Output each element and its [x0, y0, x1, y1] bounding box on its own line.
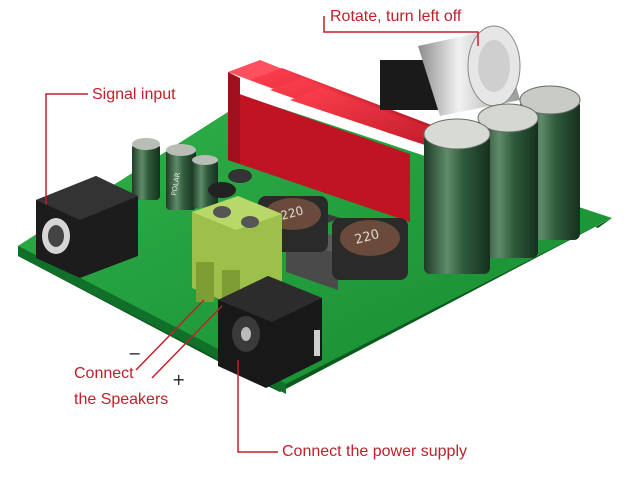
signal-input-label: Signal input — [92, 86, 176, 103]
speaker-terminal — [192, 196, 282, 310]
annotation-lines — [45, 16, 479, 453]
rotate-label: Rotate, turn left off — [330, 8, 462, 25]
heatsink — [228, 60, 490, 222]
dc-power-jack — [218, 276, 322, 388]
volume-knob — [380, 25, 521, 116]
rotate-leader-line — [323, 16, 479, 46]
minus-sign: − — [128, 344, 142, 363]
audio-jack — [36, 176, 138, 278]
signal-input-leader-line — [45, 93, 88, 204]
speaker-minus-leader-line — [135, 299, 205, 371]
power-supply-label: Connect the power supply — [282, 443, 467, 460]
inductor-2-marking: 220 — [353, 227, 381, 248]
cap-marking: POLAR — [170, 172, 182, 197]
connect-speakers-label-line2: the Speakers — [74, 391, 169, 408]
plus-sign: + — [172, 370, 186, 389]
power-leader-line — [237, 360, 278, 453]
speaker-plus-leader-line — [151, 305, 223, 379]
inductor-1-marking: 220 — [279, 203, 305, 222]
large-capacitors — [423, 85, 581, 274]
inductors: 220 220 — [258, 196, 408, 280]
small-capacitors: POLAR — [132, 138, 252, 210]
connect-speakers-label-line1: Connect — [74, 365, 134, 382]
